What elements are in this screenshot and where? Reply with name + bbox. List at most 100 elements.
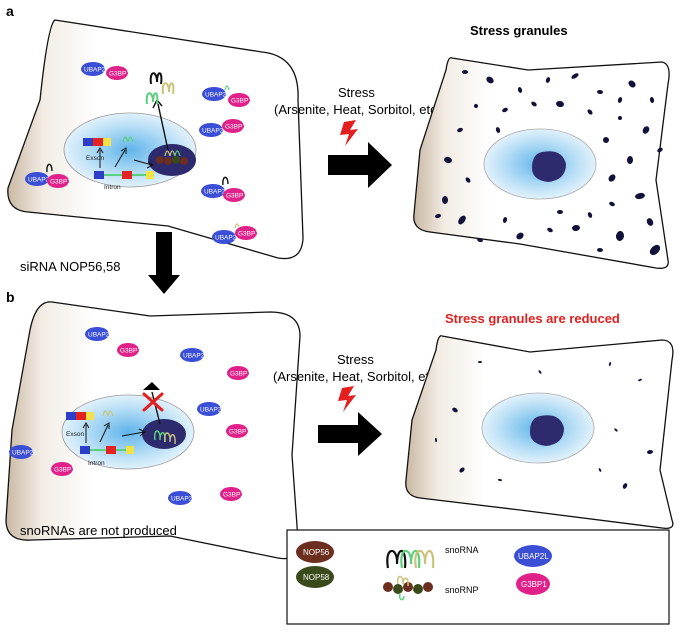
stress-granule: [495, 127, 501, 133]
stress-granule: [617, 97, 623, 103]
svg-text:UBAP2L: UBAP2L: [200, 407, 225, 414]
svg-text:UBAP2L: UBAP2L: [12, 450, 37, 457]
svg-text:G3BP1: G3BP1: [54, 467, 75, 474]
protein-pair-a-3: UBAP2L G3BP1: [199, 119, 246, 137]
snornp-in-nucleolus-a: [156, 150, 188, 165]
stress-conditions-a: (Arsenite, Heat, Sorbitol, etc. ): [274, 102, 448, 117]
stress-granule: [608, 174, 616, 182]
svg-text:G3BP1: G3BP1: [229, 429, 250, 436]
stress-granule: [635, 192, 645, 200]
stress-granule: [457, 127, 463, 133]
splice-arrows-b: [82, 422, 146, 443]
stress-granule: [597, 247, 603, 253]
snorna-small-nucleus-a: [122, 136, 134, 143]
svg-text:UBAP2L: UBAP2L: [28, 177, 53, 184]
svg-text:UBAP2L: UBAP2L: [171, 496, 196, 503]
stress-granule: [459, 467, 465, 473]
intron-label-b: Intron: [88, 460, 105, 467]
stress-granule: [638, 378, 642, 382]
stress-granule: [474, 104, 478, 108]
stress-granule: [657, 147, 663, 153]
svg-text:G3BP1: G3BP1: [226, 193, 247, 200]
stress-granule: [649, 97, 655, 103]
stress-granule: [517, 87, 523, 93]
gene-mrna-a: [83, 138, 111, 146]
gene-pre-mrna-b: [80, 446, 134, 454]
svg-text:NOP56: NOP56: [303, 548, 330, 557]
stress-conditions-b: (Arsenite, Heat, Sorbitol, etc. ): [273, 369, 447, 384]
stress-granule: [622, 483, 628, 489]
stress-granule: [498, 478, 502, 482]
stress-label-b: Stress: [337, 352, 374, 367]
protein-pair-a-6: UBAP2L G3BP1: [212, 223, 259, 244]
svg-text:UBAP2L: UBAP2L: [204, 189, 229, 196]
stress-granule: [441, 196, 449, 204]
stress-granule: [545, 77, 551, 83]
stress-arrow-b: [318, 412, 382, 456]
stress-granule: [646, 218, 654, 226]
stress-granule: [434, 438, 438, 442]
sirna-arrow: [148, 232, 180, 294]
stress-granule: [444, 156, 452, 164]
legend-g3bp1: G3BP1: [516, 573, 550, 595]
splice-arrows-a: [96, 147, 155, 169]
stress-granule: [642, 126, 650, 134]
stress-granule: [502, 217, 508, 223]
stress-granule: [462, 70, 468, 74]
stress-granule: [556, 100, 564, 108]
panel-label-b: b: [6, 289, 15, 305]
stress-granule: [618, 116, 622, 120]
svg-text:UBAP2L: UBAP2L: [518, 552, 549, 561]
stress-granule: [626, 156, 634, 164]
stress-granule: [597, 89, 603, 95]
blocked-export-arrow-b: [151, 391, 161, 425]
svg-text:UBAP2L: UBAP2L: [88, 332, 113, 339]
svg-text:G3BP1: G3BP1: [120, 348, 141, 355]
stress-granule: [571, 73, 579, 79]
svg-text:G3BP1: G3BP1: [223, 492, 244, 499]
stress-granule: [547, 227, 553, 233]
exon-label-b: Exson: [66, 431, 84, 438]
legend-box: [286, 529, 670, 625]
stress-granule: [477, 237, 483, 243]
stress-granule: [628, 80, 636, 88]
legend-ubap2l: UBAP2L: [514, 545, 552, 567]
stress-granule: [587, 212, 593, 218]
stress-granule: [649, 244, 661, 256]
svg-text:NOP58: NOP58: [303, 573, 330, 582]
svg-text:UBAP2L: UBAP2L: [215, 235, 240, 242]
svg-text:G3BP1: G3BP1: [230, 371, 251, 378]
snorna-in-nucleolus-b: [153, 430, 176, 445]
svg-text:G3BP1: G3BP1: [521, 580, 547, 589]
lightning-icon: [340, 120, 358, 146]
stress-granule: [502, 107, 508, 113]
nucleolus-a-right: [532, 151, 566, 182]
stress-granule: [486, 76, 494, 84]
legend-snornp-icon: [383, 575, 433, 601]
stress-arrow-a: [328, 142, 392, 188]
title-stress-granules: Stress granules: [470, 23, 568, 38]
svg-text:UBAP2L: UBAP2L: [205, 92, 230, 99]
stress-granule: [465, 177, 471, 183]
nucleolus-b-right: [530, 415, 564, 446]
protein-pair-a-2: UBAP2L G3BP1: [202, 85, 252, 107]
stress-granule: [452, 407, 458, 413]
legend-nop58: NOP58: [296, 566, 334, 588]
stress-granules-many: [435, 70, 663, 256]
stress-granule: [538, 370, 542, 374]
stress-granule: [609, 201, 615, 207]
exon-label-a: Exson: [86, 155, 104, 162]
stress-granules-few: [434, 361, 653, 489]
intron-label-a: Intron: [104, 184, 121, 191]
block-x-icon: [142, 392, 164, 412]
svg-text:G3BP1: G3BP1: [50, 179, 71, 186]
snorna-cytoplasm-a: [145, 72, 175, 105]
gene-mrna-b: [66, 412, 94, 420]
protein-pair-a-5: UBAP2L G3BP1: [201, 176, 247, 202]
svg-text:UBAP2L: UBAP2L: [84, 67, 109, 74]
panel-label-a: a: [6, 3, 14, 19]
caption-snorna-not-produced: snoRNAs are not produced: [20, 523, 177, 538]
stress-label-a: Stress: [338, 85, 375, 100]
stress-granule: [614, 428, 618, 432]
